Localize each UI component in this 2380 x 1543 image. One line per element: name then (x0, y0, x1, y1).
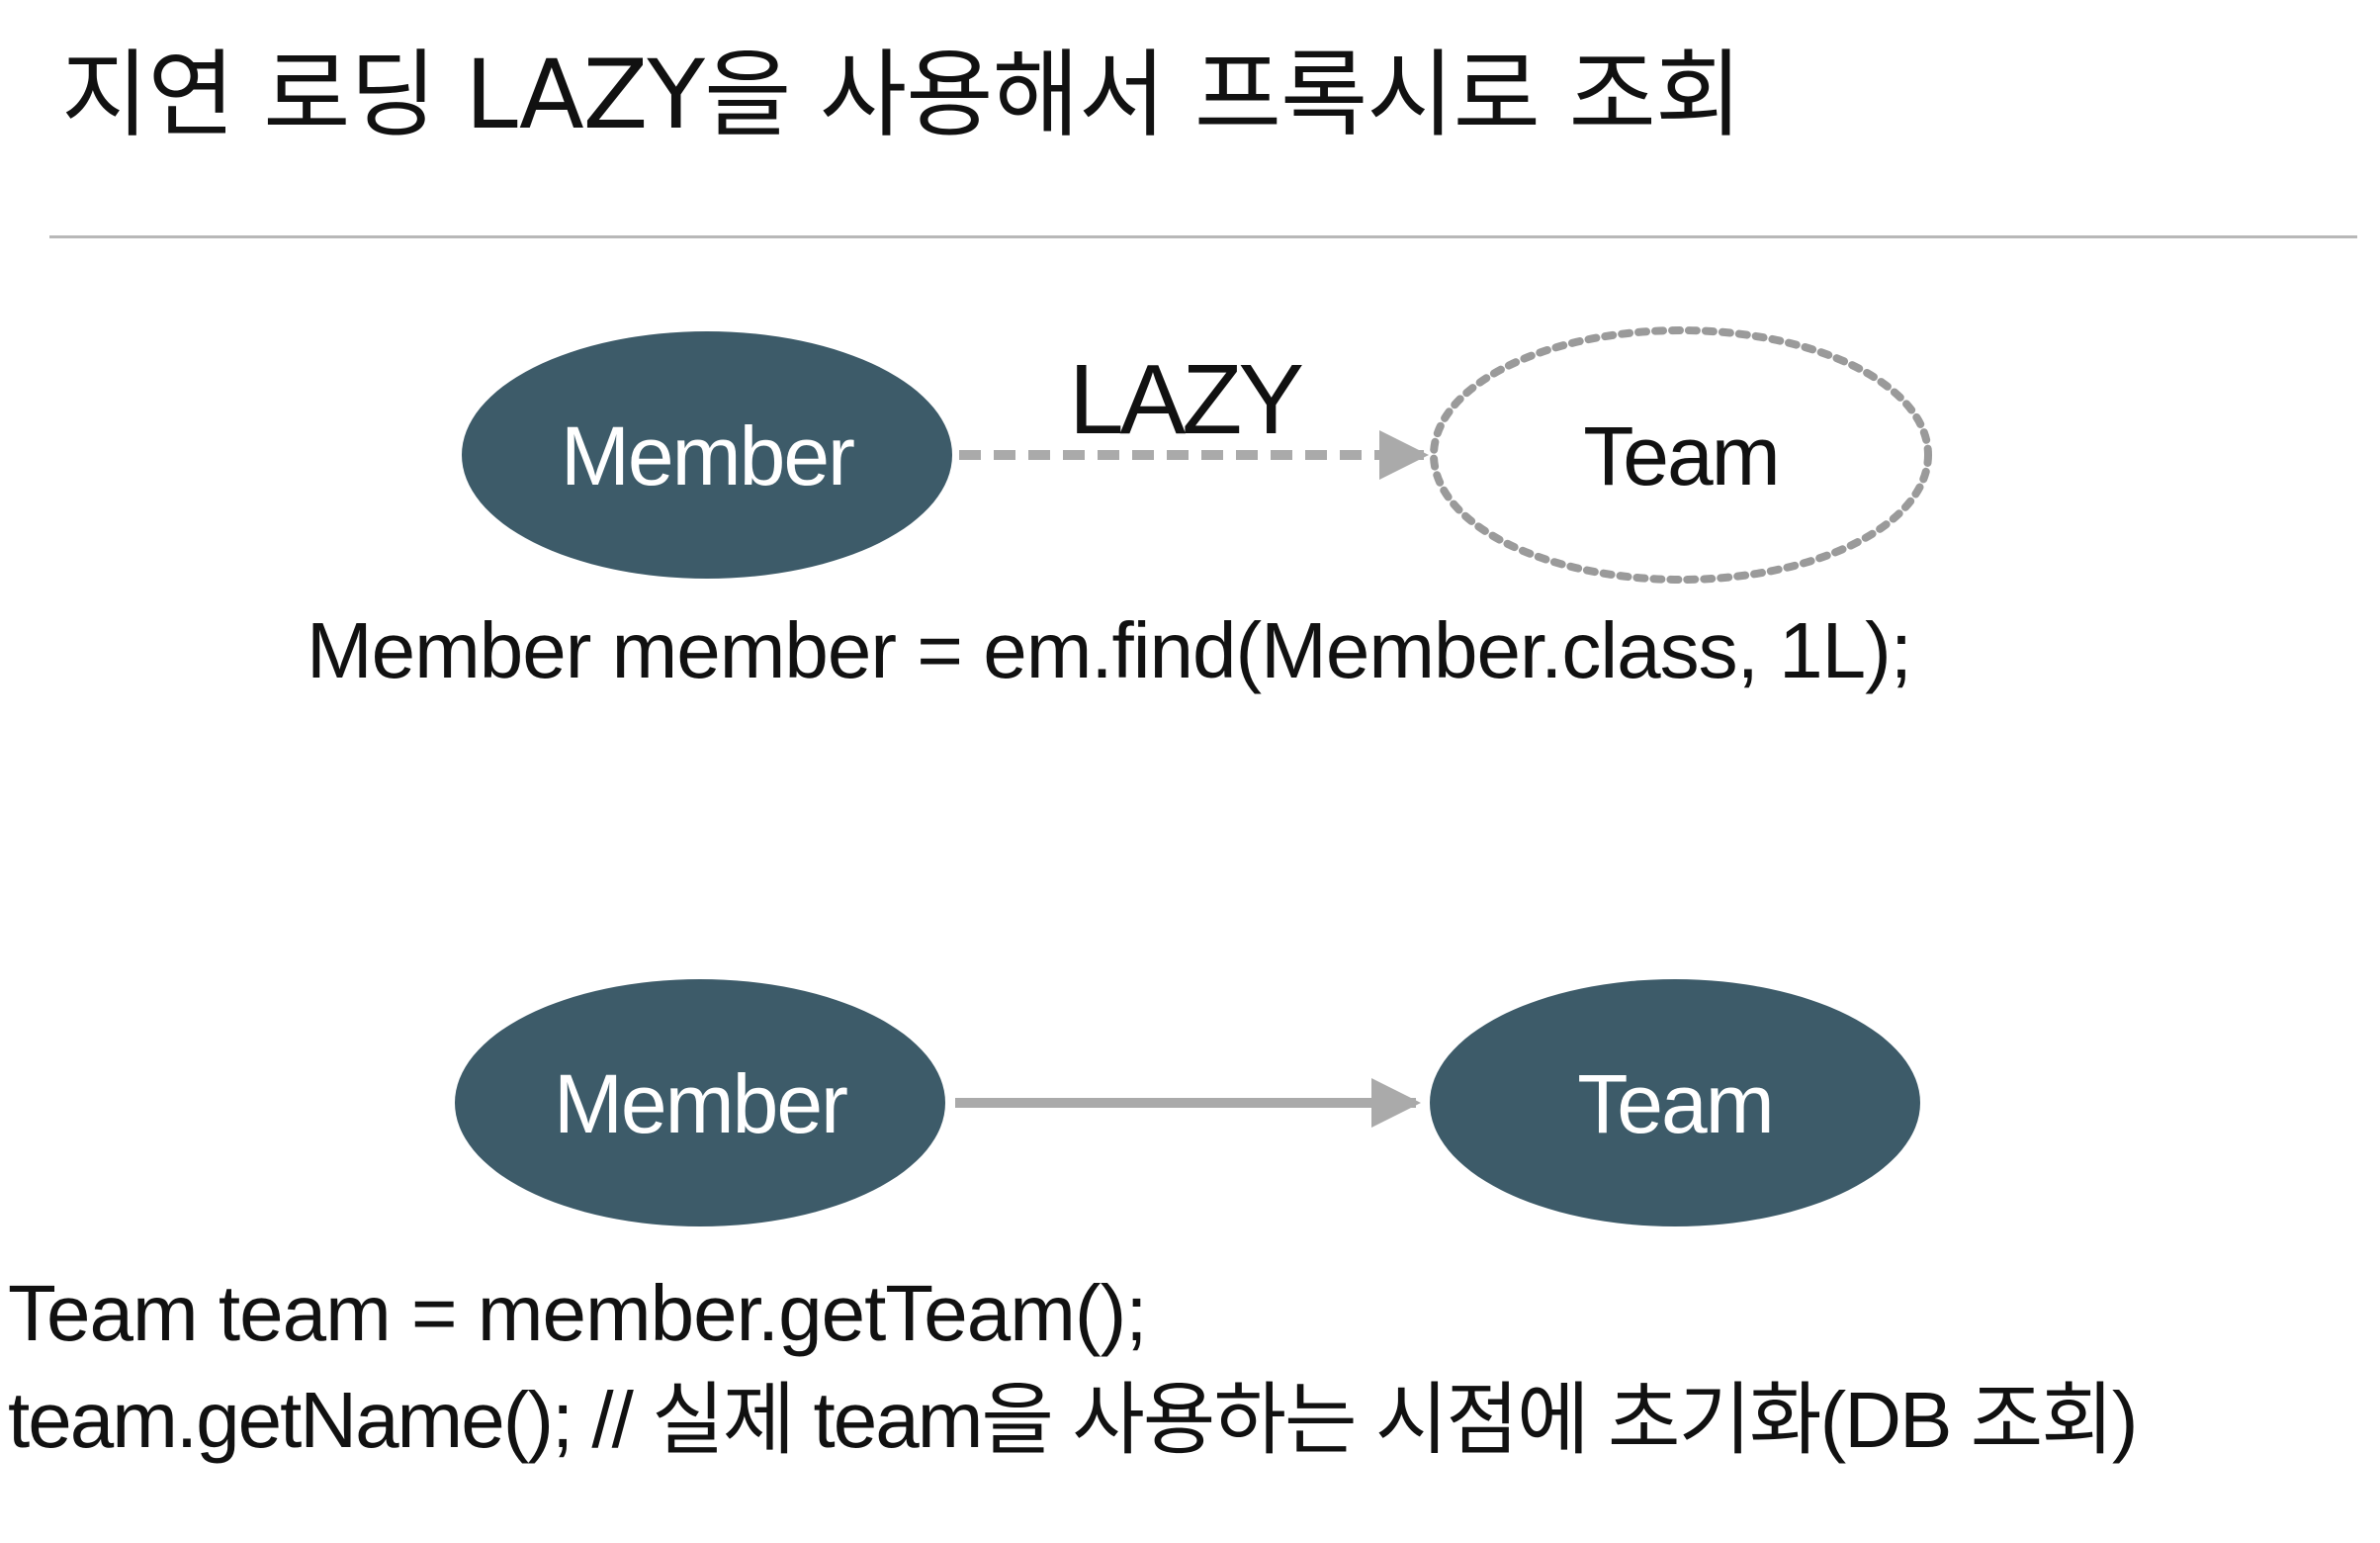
top-team-proxy-node: Team (1430, 326, 1932, 584)
top-member-ellipse (462, 331, 952, 579)
top-member-node: Member (462, 331, 952, 579)
top-team-label: Team (1583, 409, 1778, 502)
code-get-team: Team team = member.getTeam(); (8, 1269, 1147, 1357)
bottom-member-node: Member (455, 979, 945, 1226)
code-em-find: Member member = em.find(Member.class, 1L… (307, 606, 1912, 694)
slide-title: 지연 로딩 LAZY을 사용해서 프록시로 조회 (61, 40, 1742, 150)
bottom-member-ellipse (455, 979, 945, 1226)
title-divider (49, 235, 2357, 238)
bottom-member-label: Member (554, 1057, 847, 1150)
top-team-proxy-ellipse (1430, 326, 1932, 584)
bottom-team-node: Team (1430, 979, 1920, 1226)
bottom-team-ellipse (1430, 979, 1920, 1226)
lazy-edge-label: LAZY (1069, 344, 1302, 455)
bottom-team-label: Team (1577, 1057, 1772, 1150)
code-get-name: team.getName(); // 실제 team을 사용하는 시점에 초기화… (8, 1376, 2138, 1464)
top-member-label: Member (561, 409, 854, 502)
